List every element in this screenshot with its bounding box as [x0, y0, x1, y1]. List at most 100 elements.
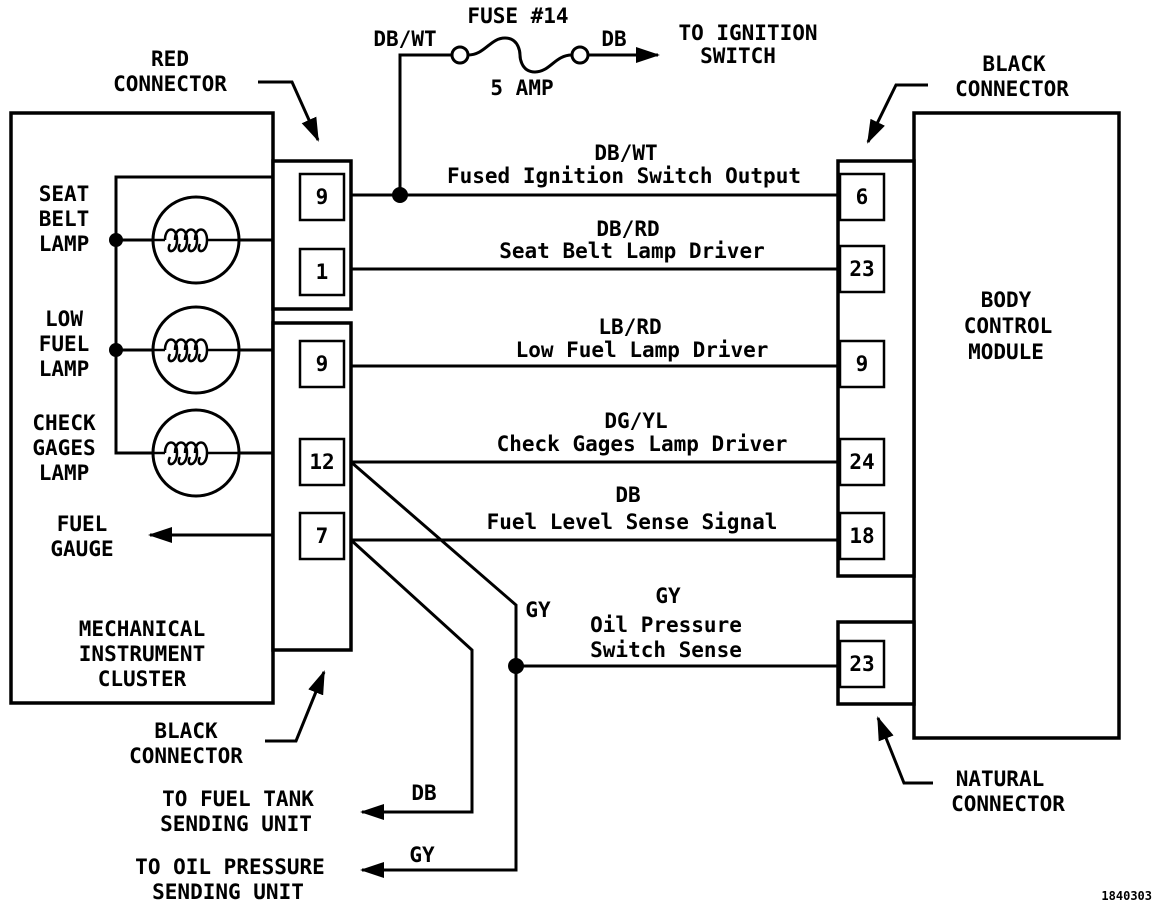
low-fuel-lamp-label-line2: FUEL: [39, 332, 90, 356]
fuse-element-icon: [467, 36, 573, 74]
black-cluster-pin-7-label: 7: [316, 524, 329, 548]
bcm-label-line2: CONTROL: [964, 314, 1053, 338]
red-connector-label-line2: CONNECTOR: [113, 72, 227, 96]
red-connector-pin-1: [298, 247, 346, 297]
lamp-common-bus: [114, 175, 273, 455]
natural-connector-label-line2: CONNECTOR: [951, 792, 1065, 816]
seat-belt-lamp-label-line1: SEAT: [39, 182, 90, 206]
figure-id: 1840303: [1101, 889, 1152, 903]
bcm-pin-24: [838, 437, 886, 487]
fuse-terminal-left: [450, 45, 470, 65]
ignition-splice-dot: [392, 187, 408, 203]
splice-gy-label: GY: [525, 598, 551, 622]
black-connector-bcm-label-line1: BLACK: [982, 52, 1046, 76]
oil-pressure-wire-color: GY: [409, 843, 435, 867]
red-pin-9-label: 9: [316, 185, 329, 209]
check-gages-lamp-label-line2: GAGES: [32, 436, 95, 460]
circuit-4-name: Check Gages Lamp Driver: [497, 432, 788, 456]
body-control-module: BODY CONTROL MODULE 6 23 9 24 18 BLACK C…: [836, 52, 1121, 816]
black-connector-cluster-pointer: [265, 670, 326, 743]
circuit-3-color: LB/RD: [598, 315, 661, 339]
black-connector-cluster-label-line2: CONNECTOR: [129, 744, 243, 768]
bcm-label-line3: MODULE: [968, 340, 1044, 364]
natural-pin-23-label: 23: [849, 652, 874, 676]
black-cluster-pin-7: [298, 511, 346, 561]
black-cluster-pin-12: [298, 437, 346, 487]
cluster-label-line3: CLUSTER: [98, 667, 187, 691]
fuse-terminal-right: [570, 45, 590, 65]
seat-belt-splice-dot: [109, 233, 123, 247]
low-fuel-lamp-icon: [151, 305, 241, 395]
sending-units: DB TO FUEL TANK SENDING UNIT GY TO OIL P…: [135, 781, 436, 904]
wire-fused-ignition-riser: [398, 53, 452, 195]
bcm-pin-23: [838, 244, 886, 294]
check-gages-lamp-label-line3: LAMP: [39, 461, 90, 485]
black-connector-cluster-label-line1: BLACK: [154, 719, 218, 743]
circuit-2-color: DB/RD: [596, 217, 659, 241]
bcm-pin-18-label: 18: [849, 524, 874, 548]
black-cluster-pin-12-label: 12: [309, 450, 334, 474]
oil-pressure-label-line2: SENDING UNIT: [152, 880, 304, 904]
black-connector-bcm-label-line2: CONNECTOR: [955, 77, 1069, 101]
black-cluster-pin-9-label: 9: [316, 352, 329, 376]
cluster-label-line2: INSTRUMENT: [79, 642, 205, 666]
ignition-switch-label-line2: SWITCH: [700, 44, 776, 68]
bcm-pin-9: [838, 339, 886, 389]
circuit-1-color: DB/WT: [594, 141, 657, 165]
fuse-output-wire-color: DB: [601, 27, 626, 51]
fuse-14: FUSE #14 5 AMP DB/WT DB TO IGNITION SWIT…: [373, 4, 818, 195]
black-cluster-pin-9: [298, 339, 346, 389]
bcm-pin-18: [838, 511, 886, 561]
red-connector-pin-9: [298, 172, 346, 222]
instrument-cluster: MECHANICAL INSTRUMENT CLUSTER SEAT BELT …: [9, 111, 275, 705]
fuel-tank-label-line2: SENDING UNIT: [160, 812, 312, 836]
circuit-4-color: DG/YL: [604, 409, 667, 433]
fuse-input-wire-color: DB/WT: [373, 27, 436, 51]
bcm-pin-23-label: 23: [849, 257, 874, 281]
fuel-gauge-label-line2: GAUGE: [50, 537, 113, 561]
fuel-tank-label-line1: TO FUEL TANK: [162, 787, 314, 811]
natural-connector-pointer: [876, 716, 933, 785]
circuit-6-name-line2: Switch Sense: [590, 638, 742, 662]
low-fuel-lamp-label-line3: LAMP: [39, 357, 90, 381]
seat-belt-lamp-label-line2: BELT: [39, 207, 90, 231]
circuit-5-name: Fuel Level Sense Signal: [487, 510, 778, 534]
check-gages-lamp-icon: [151, 408, 241, 498]
black-connector-bcm-pointer: [866, 83, 928, 144]
red-connector: 9 1 RED CONNECTOR: [113, 47, 353, 311]
circuit-6-name-line1: Oil Pressure: [590, 613, 742, 637]
oil-pressure-label-line1: TO OIL PRESSURE: [135, 855, 325, 879]
oil-pressure-splice-dot: [508, 658, 524, 674]
wire-db-fuel-tank: [349, 538, 474, 820]
check-gages-lamp-label-line1: CHECK: [32, 411, 96, 435]
low-fuel-splice-dot: [109, 343, 123, 357]
circuit-3-name: Low Fuel Lamp Driver: [516, 338, 769, 362]
circuit-6-color: GY: [655, 584, 681, 608]
bcm-pin-6: [838, 172, 886, 222]
natural-pin-23: [838, 639, 886, 689]
cluster-label-line1: MECHANICAL: [79, 617, 205, 641]
bcm-pin-9-label: 9: [856, 352, 869, 376]
red-connector-pointer: [258, 80, 320, 142]
ignition-switch-label-line1: TO IGNITION: [678, 21, 817, 45]
fuse-title: FUSE #14: [467, 4, 568, 28]
seat-belt-lamp-icon: [151, 195, 241, 285]
red-pin-1-label: 1: [316, 260, 329, 284]
fuel-tank-wire-color: DB: [411, 781, 436, 805]
low-fuel-lamp-label-line1: LOW: [45, 307, 83, 331]
red-connector-label-line1: RED: [151, 47, 189, 71]
circuit-1-name: Fused Ignition Switch Output: [447, 164, 801, 188]
circuit-5-color: DB: [615, 483, 640, 507]
seat-belt-lamp-label-line3: LAMP: [39, 232, 90, 256]
bcm-outline: [912, 111, 1121, 740]
fuel-gauge-label-line1: FUEL: [57, 512, 108, 536]
bcm-label-line1: BODY: [981, 288, 1032, 312]
circuit-2-name: Seat Belt Lamp Driver: [499, 239, 765, 263]
bcm-pin-6-label: 6: [856, 185, 869, 209]
fuse-rating: 5 AMP: [490, 76, 553, 100]
wire-gy-oil-pressure: [350, 460, 518, 878]
natural-connector-label-line1: NATURAL: [956, 767, 1045, 791]
bcm-pin-24-label: 24: [849, 450, 874, 474]
black-connector-cluster: 9 12 7 BLACK CONNECTOR: [129, 321, 353, 768]
